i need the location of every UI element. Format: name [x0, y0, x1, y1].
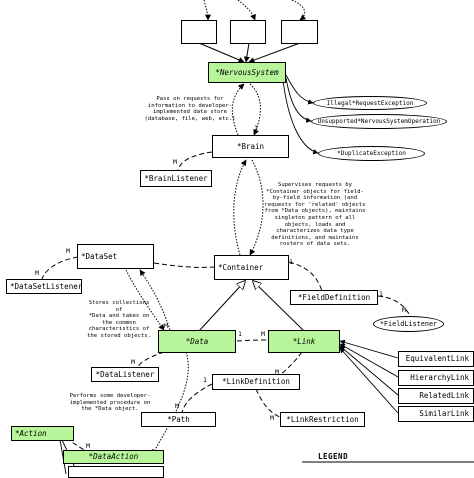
- link-definition-class: *LinkDefinition: [212, 374, 300, 390]
- mult-linkrestriction: M: [270, 414, 274, 422]
- data-action-dotted: [151, 351, 189, 456]
- mult-brain-ns: 1: [254, 124, 258, 132]
- similar-link-class: SimilarLink: [398, 406, 474, 422]
- field-listener-class: *FieldListener: [373, 316, 444, 332]
- duplicate-exception: *DuplicateException: [318, 146, 425, 161]
- legend-title: LEGEND: [318, 452, 349, 461]
- dataset-data-dotted: [125, 269, 171, 331]
- partial-bottom-box: [68, 466, 164, 478]
- dataset-class: *DataSet: [77, 244, 154, 269]
- ns-exception-links: [282, 74, 319, 155]
- mult-fielddef: 1: [379, 290, 383, 298]
- hierarchy-link-class: HierarchyLink: [398, 370, 474, 386]
- mult-path: M: [175, 402, 179, 410]
- path-class: *Path: [141, 412, 216, 427]
- container-class: *Container: [214, 255, 289, 280]
- data-class: *Data: [158, 330, 236, 353]
- brain-ns-dotted: [231, 83, 261, 136]
- mult-fieldlistener: M: [402, 306, 406, 314]
- mult-link: M: [261, 330, 265, 338]
- data-link-link: [236, 339, 269, 342]
- data-listener-link: [137, 351, 165, 369]
- linkdef-restriction-link: [255, 388, 281, 418]
- mult-container: 1: [289, 258, 293, 266]
- linkdef-path-link: [181, 383, 213, 414]
- mult-datasetlistener: M: [35, 269, 39, 277]
- link-subclass-lines: [339, 339, 399, 414]
- brain-class: *Brain: [212, 135, 289, 158]
- brain-listener-link: [177, 151, 213, 171]
- brain-container-dotted: [233, 159, 264, 256]
- dataset-listener-link: [41, 256, 79, 280]
- inheritance-to-container: [198, 281, 305, 332]
- related-link-class: RelatedLink: [398, 388, 474, 404]
- mult-linkdef-m: M: [275, 368, 279, 376]
- mult-datalistener: M: [131, 358, 135, 366]
- container-note: Supervises requests by *Container object…: [264, 182, 366, 248]
- mult-brainlistener: M: [173, 158, 177, 166]
- illegal-request-exception: Illegal*RequestException: [313, 96, 427, 110]
- fielddef-listener-link: [377, 295, 411, 317]
- brain-listener-class: *BrainListener: [140, 170, 212, 187]
- top-dotted-links: [203, 0, 307, 21]
- dataset-container-link: [153, 262, 215, 268]
- nervous-system-class: *NervousSystem: [208, 62, 286, 83]
- empty-class-box-1: [181, 20, 217, 44]
- action-note: Performs some developer- implemented pro…: [69, 393, 151, 413]
- dataset-note: Stores collections of *Data and takes on…: [87, 300, 151, 339]
- unsupported-operation-exception: Unsupported*NervousSystemOperation: [311, 114, 447, 129]
- data-action-class: *DataAction: [63, 450, 164, 464]
- mult-data-1: 1: [238, 330, 242, 338]
- equivalent-link-class: EquivalentLink: [398, 351, 474, 367]
- mult-dataset: M: [66, 247, 70, 255]
- mult-dataaction: M: [86, 442, 90, 450]
- action-class: *Action: [11, 426, 74, 441]
- data-listener-class: *DataListener: [91, 367, 159, 382]
- dataset-listener-class: *DataSetListener: [6, 279, 82, 294]
- field-definition-class: *FieldDefinition: [290, 290, 378, 305]
- mult-data-m: M: [164, 322, 168, 330]
- mult-linkdef-1: 1: [203, 376, 207, 384]
- container-fielddef-link: [288, 261, 323, 292]
- empty-class-box-2: [230, 20, 266, 44]
- link-class: *Link: [268, 330, 340, 353]
- empty-boxes-to-nervous-system: [198, 42, 301, 63]
- link-restriction-class: *LinkRestriction: [280, 412, 365, 427]
- brain-note: Pass on requests for information to deve…: [144, 96, 236, 122]
- empty-class-box-3: [281, 20, 318, 44]
